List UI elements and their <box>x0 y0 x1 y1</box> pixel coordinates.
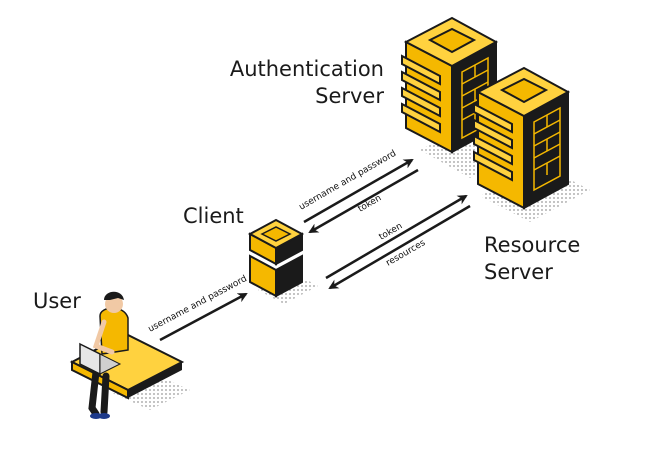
resource-server-label: Resource Server <box>484 232 580 286</box>
resource-server-label-line2: Server <box>484 260 553 284</box>
arrow-auth-to-client <box>308 168 419 234</box>
arrow-user-to-client <box>159 292 248 342</box>
auth-server-label: Authentication Server <box>228 56 384 110</box>
client-label: Client <box>183 204 244 228</box>
resource-server-icon <box>473 66 590 222</box>
auth-server-label-line1: Authentication <box>229 57 384 81</box>
arrow-resource-to-client <box>328 204 471 290</box>
arrow-label-user-to-client: username and password <box>147 274 249 335</box>
user-label: User <box>33 289 81 313</box>
resource-server-label-line1: Resource <box>484 233 581 257</box>
arrow-client-to-auth <box>303 158 414 224</box>
arrow-client-to-resource <box>325 194 468 280</box>
user-icon <box>69 291 190 419</box>
client-icon <box>247 218 318 304</box>
auth-server-label-line2: Server <box>315 84 384 108</box>
arrow-label-client-auth-top: username and password <box>298 149 399 213</box>
